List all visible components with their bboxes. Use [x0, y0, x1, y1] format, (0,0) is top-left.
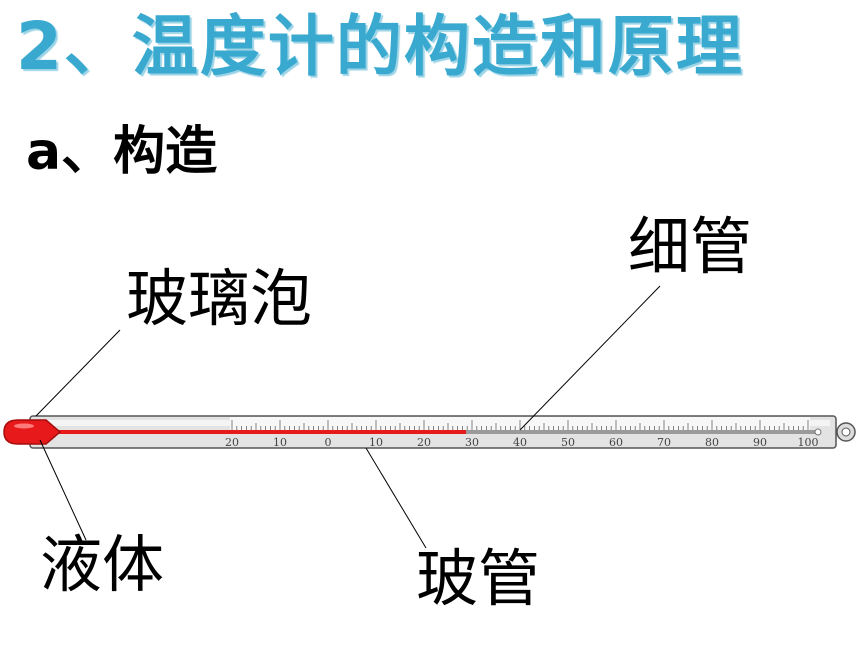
scale-number: 70 — [657, 436, 671, 449]
label-liquid: 液体 — [40, 528, 165, 601]
scale-number: 50 — [561, 436, 575, 449]
pointer-capillary — [519, 285, 661, 431]
scale-number: 60 — [609, 436, 623, 449]
label-glass-bulb: 玻璃泡 — [126, 262, 313, 335]
bulb-highlight — [14, 423, 34, 429]
label-capillary: 细管 — [628, 210, 753, 283]
scale-number: 100 — [798, 436, 819, 449]
scale-number: 20 — [225, 436, 239, 449]
scale-number: 20 — [417, 436, 431, 449]
scale-ticks — [231, 420, 809, 430]
scale-number: 10 — [369, 436, 383, 449]
scale-number: 40 — [513, 436, 527, 449]
pointer-tube — [365, 447, 427, 549]
pointer-bulb — [35, 329, 121, 417]
scale-number: 90 — [753, 436, 767, 449]
label-glass-tube: 玻管 — [416, 542, 541, 615]
scale-number: 80 — [705, 436, 719, 449]
scale-number: 10 — [273, 436, 287, 449]
page-title: 2、温度计的构造和原理 — [16, 8, 744, 85]
capillary-end — [814, 428, 822, 436]
scale-number: 30 — [465, 436, 479, 449]
scale-number: 0 — [325, 436, 332, 449]
pointer-liquid — [39, 439, 87, 541]
section-heading: a、构造 — [26, 122, 218, 182]
hanging-ring-hole — [841, 427, 851, 437]
